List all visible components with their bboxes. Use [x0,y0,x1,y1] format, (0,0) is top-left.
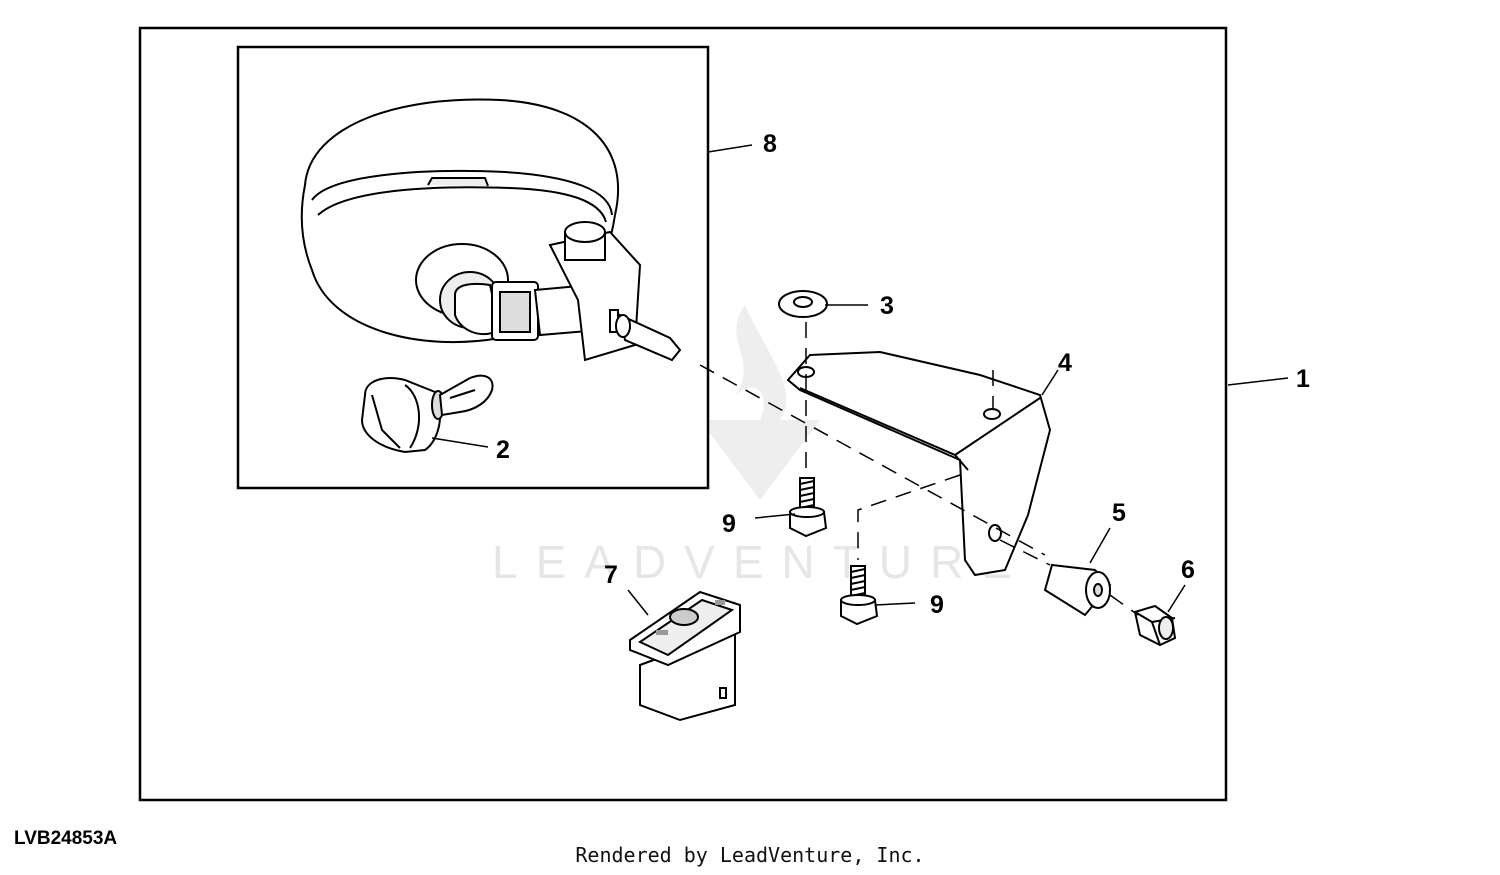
callout-8: 8 [763,130,777,158]
callout-5: 5 [1112,499,1126,527]
callout-4: 4 [1058,349,1072,377]
flange-bolt-lower [840,565,879,626]
spacer-sleeve [1043,563,1112,617]
callout-3: 3 [880,292,894,320]
rocker-switch [629,590,741,722]
flat-washer [778,290,828,318]
watermark-flame-logo [700,305,820,500]
assembly-centerlines [699,322,1139,616]
outer-frame [138,26,1228,802]
callout-9-lower: 9 [930,591,944,619]
watermark-text: LEADVENTURE [492,536,1030,588]
callout-leaders [431,144,1289,616]
callout-2: 2 [496,436,510,464]
callout-1: 1 [1296,365,1310,393]
halogen-bulb [360,374,494,454]
flange-bolt-upper [789,477,828,538]
footer-credit: Rendered by LeadVenture, Inc. [575,843,925,867]
callout-9-upper: 9 [722,510,736,538]
figure-id-label: LVB24853A [14,828,118,849]
work-light-housing [300,98,682,362]
callout-7: 7 [604,561,618,589]
mounting-bracket [786,350,1052,577]
leadventure-watermark: LEADVENTURE [492,305,1030,588]
lock-nut [1133,604,1177,647]
callout-6: 6 [1181,556,1195,584]
